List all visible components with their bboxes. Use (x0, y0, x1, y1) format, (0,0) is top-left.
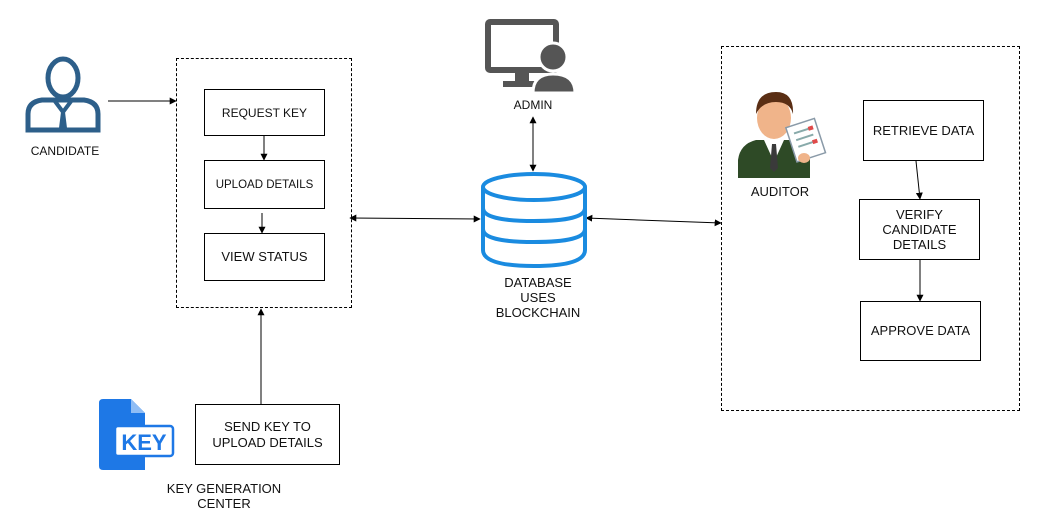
key-center-label: KEY GENERATION CENTER (166, 481, 282, 511)
database-label: DATABASE USES BLOCKCHAIN (495, 275, 581, 320)
candidate-label: CANDIDATE (30, 144, 100, 158)
arrow-database-auditor (585, 214, 722, 227)
approve-data-box: APPROVE DATA (860, 301, 981, 361)
auditor-label: AUDITOR (750, 184, 810, 199)
admin-label: ADMIN (513, 98, 553, 112)
upload-details-box: UPLOAD DETAILS (204, 160, 325, 209)
auditor-person-icon (738, 92, 827, 178)
candidate-person-icon (25, 56, 101, 133)
arrow-group-database (349, 214, 481, 223)
auditor-group (721, 46, 1020, 411)
view-status-box: VIEW STATUS (204, 233, 325, 281)
send-key-box: SEND KEY TO UPLOAD DETAILS (195, 404, 340, 465)
key-icon-text: KEY (121, 430, 167, 455)
admin-monitor-icon (485, 19, 577, 93)
candidate-group (176, 58, 352, 308)
retrieve-data-box: RETRIEVE DATA (863, 100, 984, 161)
arrow-retrieve-to-verify (915, 160, 923, 200)
key-file-icon: KEY (99, 399, 175, 470)
verify-candidate-box: VERIFY CANDIDATE DETAILS (859, 199, 980, 260)
request-key-box: REQUEST KEY (204, 89, 325, 136)
database-cylinder-icon (481, 172, 587, 269)
